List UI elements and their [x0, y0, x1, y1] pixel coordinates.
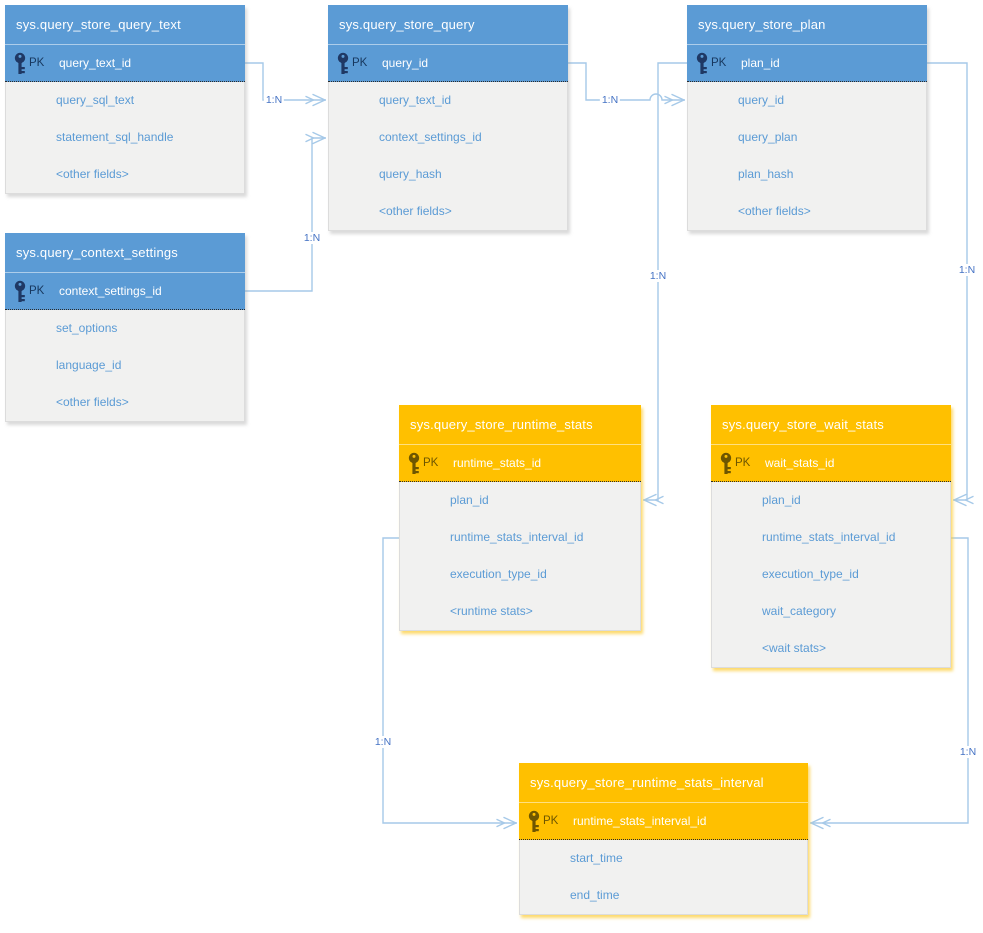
key-icon [720, 452, 732, 474]
pk-field: plan_id [741, 56, 780, 70]
pk-field: query_id [382, 56, 429, 70]
pk-row: PK runtime_stats_id [399, 444, 641, 482]
field-row: runtime_stats_interval_id [762, 530, 896, 544]
table-body: query_sql_text statement_sql_handle <oth… [5, 82, 245, 194]
field-row: runtime_stats_interval_id [450, 530, 584, 544]
field-row: language_id [56, 358, 122, 372]
pk-row: PK wait_stats_id [711, 444, 951, 482]
connector-waitstats-to-interval [810, 537, 969, 830]
pk-badge: PK [29, 57, 45, 69]
field-row: <other fields> [56, 167, 129, 181]
field-row: <other fields> [56, 395, 129, 409]
entity-query-store-plan: sys.query_store_plan PK plan_id query_id… [687, 5, 927, 231]
pk-row: PK query_text_id [5, 44, 245, 82]
key-icon [14, 52, 26, 74]
entity-query-store-wait-stats: sys.query_store_wait_stats PK wait_stats… [711, 405, 951, 668]
field-row: set_options [56, 321, 118, 335]
table-body: query_text_id context_settings_id query_… [328, 82, 568, 231]
table-body: start_time end_time [519, 840, 808, 915]
pk-badge: PK [352, 57, 368, 69]
entity-query-context-settings: sys.query_context_settings PK context_se… [5, 233, 245, 422]
table-body: query_id query_plan plan_hash <other fie… [687, 82, 927, 231]
cardinality-label: 1:N [647, 270, 669, 282]
field-row: statement_sql_handle [56, 130, 174, 144]
table-title: sys.query_store_runtime_stats [399, 405, 641, 444]
table-body: set_options language_id <other fields> [5, 310, 245, 422]
field-row: wait_category [762, 604, 837, 618]
field-row: plan_id [450, 493, 489, 507]
pk-badge: PK [423, 457, 439, 469]
field-row: execution_type_id [450, 567, 547, 581]
entity-query-store-query: sys.query_store_query PK query_id query_… [328, 5, 568, 231]
key-icon [408, 452, 420, 474]
connector-contextsettings-to-query [245, 131, 326, 292]
key-icon [696, 52, 708, 74]
pk-badge: PK [711, 57, 727, 69]
cardinality-label: 1:N [372, 736, 394, 748]
cardinality-label: 1:N [957, 746, 979, 758]
entity-query-store-runtime-stats-interval: sys.query_store_runtime_stats_interval P… [519, 763, 808, 915]
table-title: sys.query_store_query [328, 5, 568, 44]
table-title: sys.query_store_plan [687, 5, 927, 44]
field-row: plan_id [762, 493, 801, 507]
field-row: query_text_id [379, 93, 452, 107]
field-row: start_time [570, 851, 623, 865]
field-row: <runtime stats> [450, 604, 533, 618]
field-row: <other fields> [738, 204, 811, 218]
pk-field: runtime_stats_interval_id [573, 814, 707, 828]
field-row: execution_type_id [762, 567, 859, 581]
pk-badge: PK [29, 285, 45, 297]
pk-badge: PK [543, 815, 559, 827]
table-title: sys.query_context_settings [5, 233, 245, 272]
table-title: sys.query_store_runtime_stats_interval [519, 763, 808, 802]
key-icon [337, 52, 349, 74]
key-icon [528, 810, 540, 832]
field-row: query_plan [738, 130, 798, 144]
field-row: <wait stats> [762, 641, 827, 655]
cardinality-label: 1:N [956, 264, 978, 276]
pk-row: PK query_id [328, 44, 568, 82]
pk-badge: PK [735, 457, 751, 469]
table-title: sys.query_store_wait_stats [711, 405, 951, 444]
pk-field: context_settings_id [59, 284, 162, 298]
pk-row: PK plan_id [687, 44, 927, 82]
connector-query-to-plan [568, 62, 685, 107]
field-row: <other fields> [379, 204, 452, 218]
cardinality-label: 1:N [263, 94, 285, 106]
entity-query-store-runtime-stats: sys.query_store_runtime_stats PK runtime… [399, 405, 641, 631]
connector-querytext-to-query [245, 62, 326, 107]
field-row: context_settings_id [379, 130, 482, 144]
table-body: plan_id runtime_stats_interval_id execut… [711, 482, 951, 668]
field-row: query_hash [379, 167, 442, 181]
table-title: sys.query_store_query_text [5, 5, 245, 44]
connector-plan-to-waitstats [927, 62, 974, 507]
field-row: plan_hash [738, 167, 794, 181]
key-icon [14, 280, 26, 302]
field-row: query_id [738, 93, 785, 107]
pk-field: wait_stats_id [765, 456, 835, 470]
pk-row: PK context_settings_id [5, 272, 245, 310]
cardinality-label: 1:N [599, 94, 621, 106]
pk-row: PK runtime_stats_interval_id [519, 802, 808, 840]
cardinality-label: 1:N [301, 232, 323, 244]
connector-runtimestats-to-interval [382, 537, 517, 830]
field-row: query_sql_text [56, 93, 135, 107]
table-body: plan_id runtime_stats_interval_id execut… [399, 482, 641, 631]
field-row: end_time [570, 888, 620, 902]
pk-field: runtime_stats_id [453, 456, 542, 470]
entity-query-store-query-text: sys.query_store_query_text PK query_text… [5, 5, 245, 194]
pk-field: query_text_id [59, 56, 132, 70]
